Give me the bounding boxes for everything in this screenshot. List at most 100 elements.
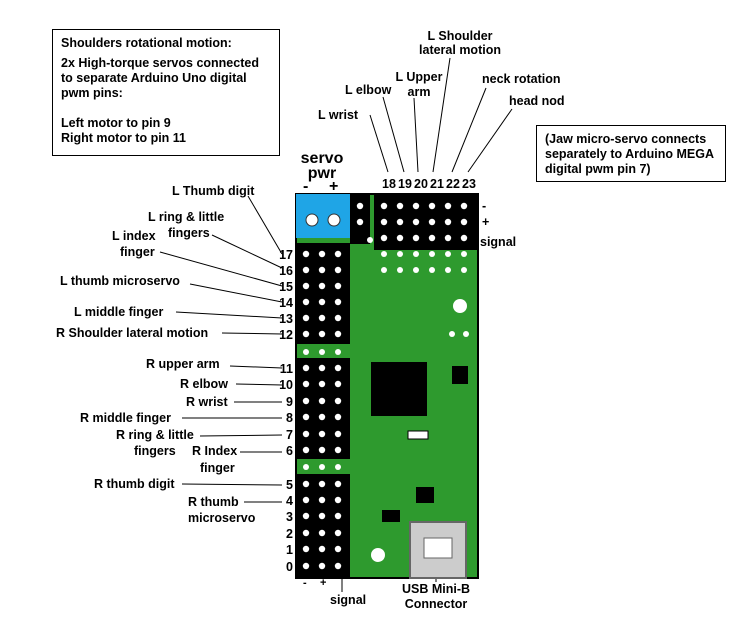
shoulders-info-box: Shoulders rotational motion: 2x High-tor… (52, 29, 280, 156)
header-pin-hole (334, 266, 342, 274)
label-l-elbow: L elbow (345, 83, 392, 97)
header-pin-hole (356, 218, 364, 226)
top-pin-number: 19 (398, 177, 412, 191)
left-pin-number: 1 (286, 543, 293, 557)
header-pin-hole (461, 267, 467, 273)
servo-pwr-label-1: servo (300, 150, 344, 167)
header-pin-hole (445, 251, 451, 257)
header-pin-hole (302, 496, 310, 504)
label-r-ring-1: R ring & little (116, 428, 194, 442)
label-r-index-1: R Index (192, 444, 238, 458)
header-pin-hole (318, 364, 326, 372)
header-pin-hole (318, 298, 326, 306)
terminal-screw (305, 213, 319, 227)
mounting-hole (453, 299, 467, 313)
header-pin-hole (318, 446, 326, 454)
label-neck-rotation: neck rotation (482, 72, 561, 86)
header-pin-hole (412, 218, 420, 226)
left-pin-number: 16 (279, 264, 293, 278)
label-l-thumb-micro: L thumb microservo (60, 274, 180, 288)
label-r-thumb-micro-2: microservo (188, 511, 256, 525)
header-pin-hole (318, 480, 326, 488)
header-pin-hole (396, 218, 404, 226)
top-pin-number: 23 (462, 177, 476, 191)
header-pin-hole (334, 430, 342, 438)
header-pin-hole (367, 237, 373, 243)
header-pin-hole (334, 330, 342, 338)
leader-l-ring (211, 234, 283, 269)
header-pin-hole (318, 266, 326, 274)
label-l-upper-arm-2: arm (407, 85, 431, 99)
left-header-mid (296, 358, 350, 459)
header-pin-hole (318, 413, 326, 421)
shoulders-box-line: Shoulders rotational motion: (61, 36, 232, 50)
small-chip (416, 487, 434, 503)
header-pin-hole (319, 349, 325, 355)
header-pin-hole (318, 496, 326, 504)
left-pin-number: 13 (279, 312, 293, 326)
header-pin-hole (460, 234, 468, 242)
leader-r-ring (199, 434, 283, 437)
label-l-index-2: finger (120, 245, 155, 259)
header-pin-hole (318, 512, 326, 520)
header-pin-hole (460, 202, 468, 210)
leader-l-shoulder (432, 57, 451, 173)
header-pin-hole (302, 330, 310, 338)
header-pin-hole (334, 413, 342, 421)
bottom-signal-label: signal (330, 593, 367, 607)
top-header (374, 194, 478, 250)
header-pin-hole (302, 430, 310, 438)
header-pin-hole (302, 364, 310, 372)
small-chip (382, 510, 400, 522)
label-r-upper-arm: R upper arm (146, 357, 220, 371)
header-pin-hole (334, 397, 342, 405)
label-l-wrist: L wrist (318, 108, 359, 122)
header-pin-hole (318, 562, 326, 570)
label-l-index-1: L index (112, 229, 156, 243)
bottom-plus-label: + (320, 577, 327, 589)
top-pin-number: 20 (414, 177, 428, 191)
header-pin-hole (334, 250, 342, 258)
label-r-thumb-micro-1: R thumb (188, 495, 239, 509)
crystal (407, 430, 429, 440)
header-pin-hole (428, 202, 436, 210)
header-pin-hole (380, 234, 388, 242)
servo-pwr-plus: + (329, 178, 339, 195)
jaw-info-box: (Jaw micro-servo connects separately to … (536, 125, 726, 182)
leader-l-middle (175, 311, 283, 319)
header-pin-hole (302, 413, 310, 421)
header-pin-hole (429, 267, 435, 273)
header-pin-hole (302, 512, 310, 520)
header-pin-hole (444, 234, 452, 242)
header-pin-hole (461, 251, 467, 257)
left-pin-number: 4 (286, 494, 293, 508)
left-header-top (296, 243, 350, 344)
header-pin-hole (429, 251, 435, 257)
left-pin-number: 17 (279, 248, 293, 262)
label-l-ring-2: fingers (168, 226, 210, 240)
left-header-bottom (296, 474, 350, 578)
servo-pwr-label-2: pwr (307, 165, 337, 182)
label-r-index-2: finger (200, 461, 235, 475)
left-pin-number: 11 (279, 362, 293, 376)
header-pin-hole (318, 380, 326, 388)
header-pin-hole (302, 397, 310, 405)
header-pin-hole (334, 529, 342, 537)
header-pin-hole (302, 480, 310, 488)
left-pin-number: 14 (279, 296, 293, 310)
header-pin-hole (302, 529, 310, 537)
header-pin-hole (380, 218, 388, 226)
header-pin-hole (334, 446, 342, 454)
mounting-hole (371, 548, 385, 562)
shoulders-box-line: Left motor to pin 9 (61, 116, 171, 130)
header-pin-hole (302, 562, 310, 570)
left-pin-number: 5 (286, 478, 293, 492)
usb-port (423, 537, 453, 559)
header-pin-hole (302, 250, 310, 258)
header-pin-hole (303, 349, 309, 355)
label-r-elbow: R elbow (180, 377, 228, 391)
label-l-middle: L middle finger (74, 305, 164, 319)
header-pin-hole (318, 314, 326, 322)
power-terminal (296, 194, 350, 238)
